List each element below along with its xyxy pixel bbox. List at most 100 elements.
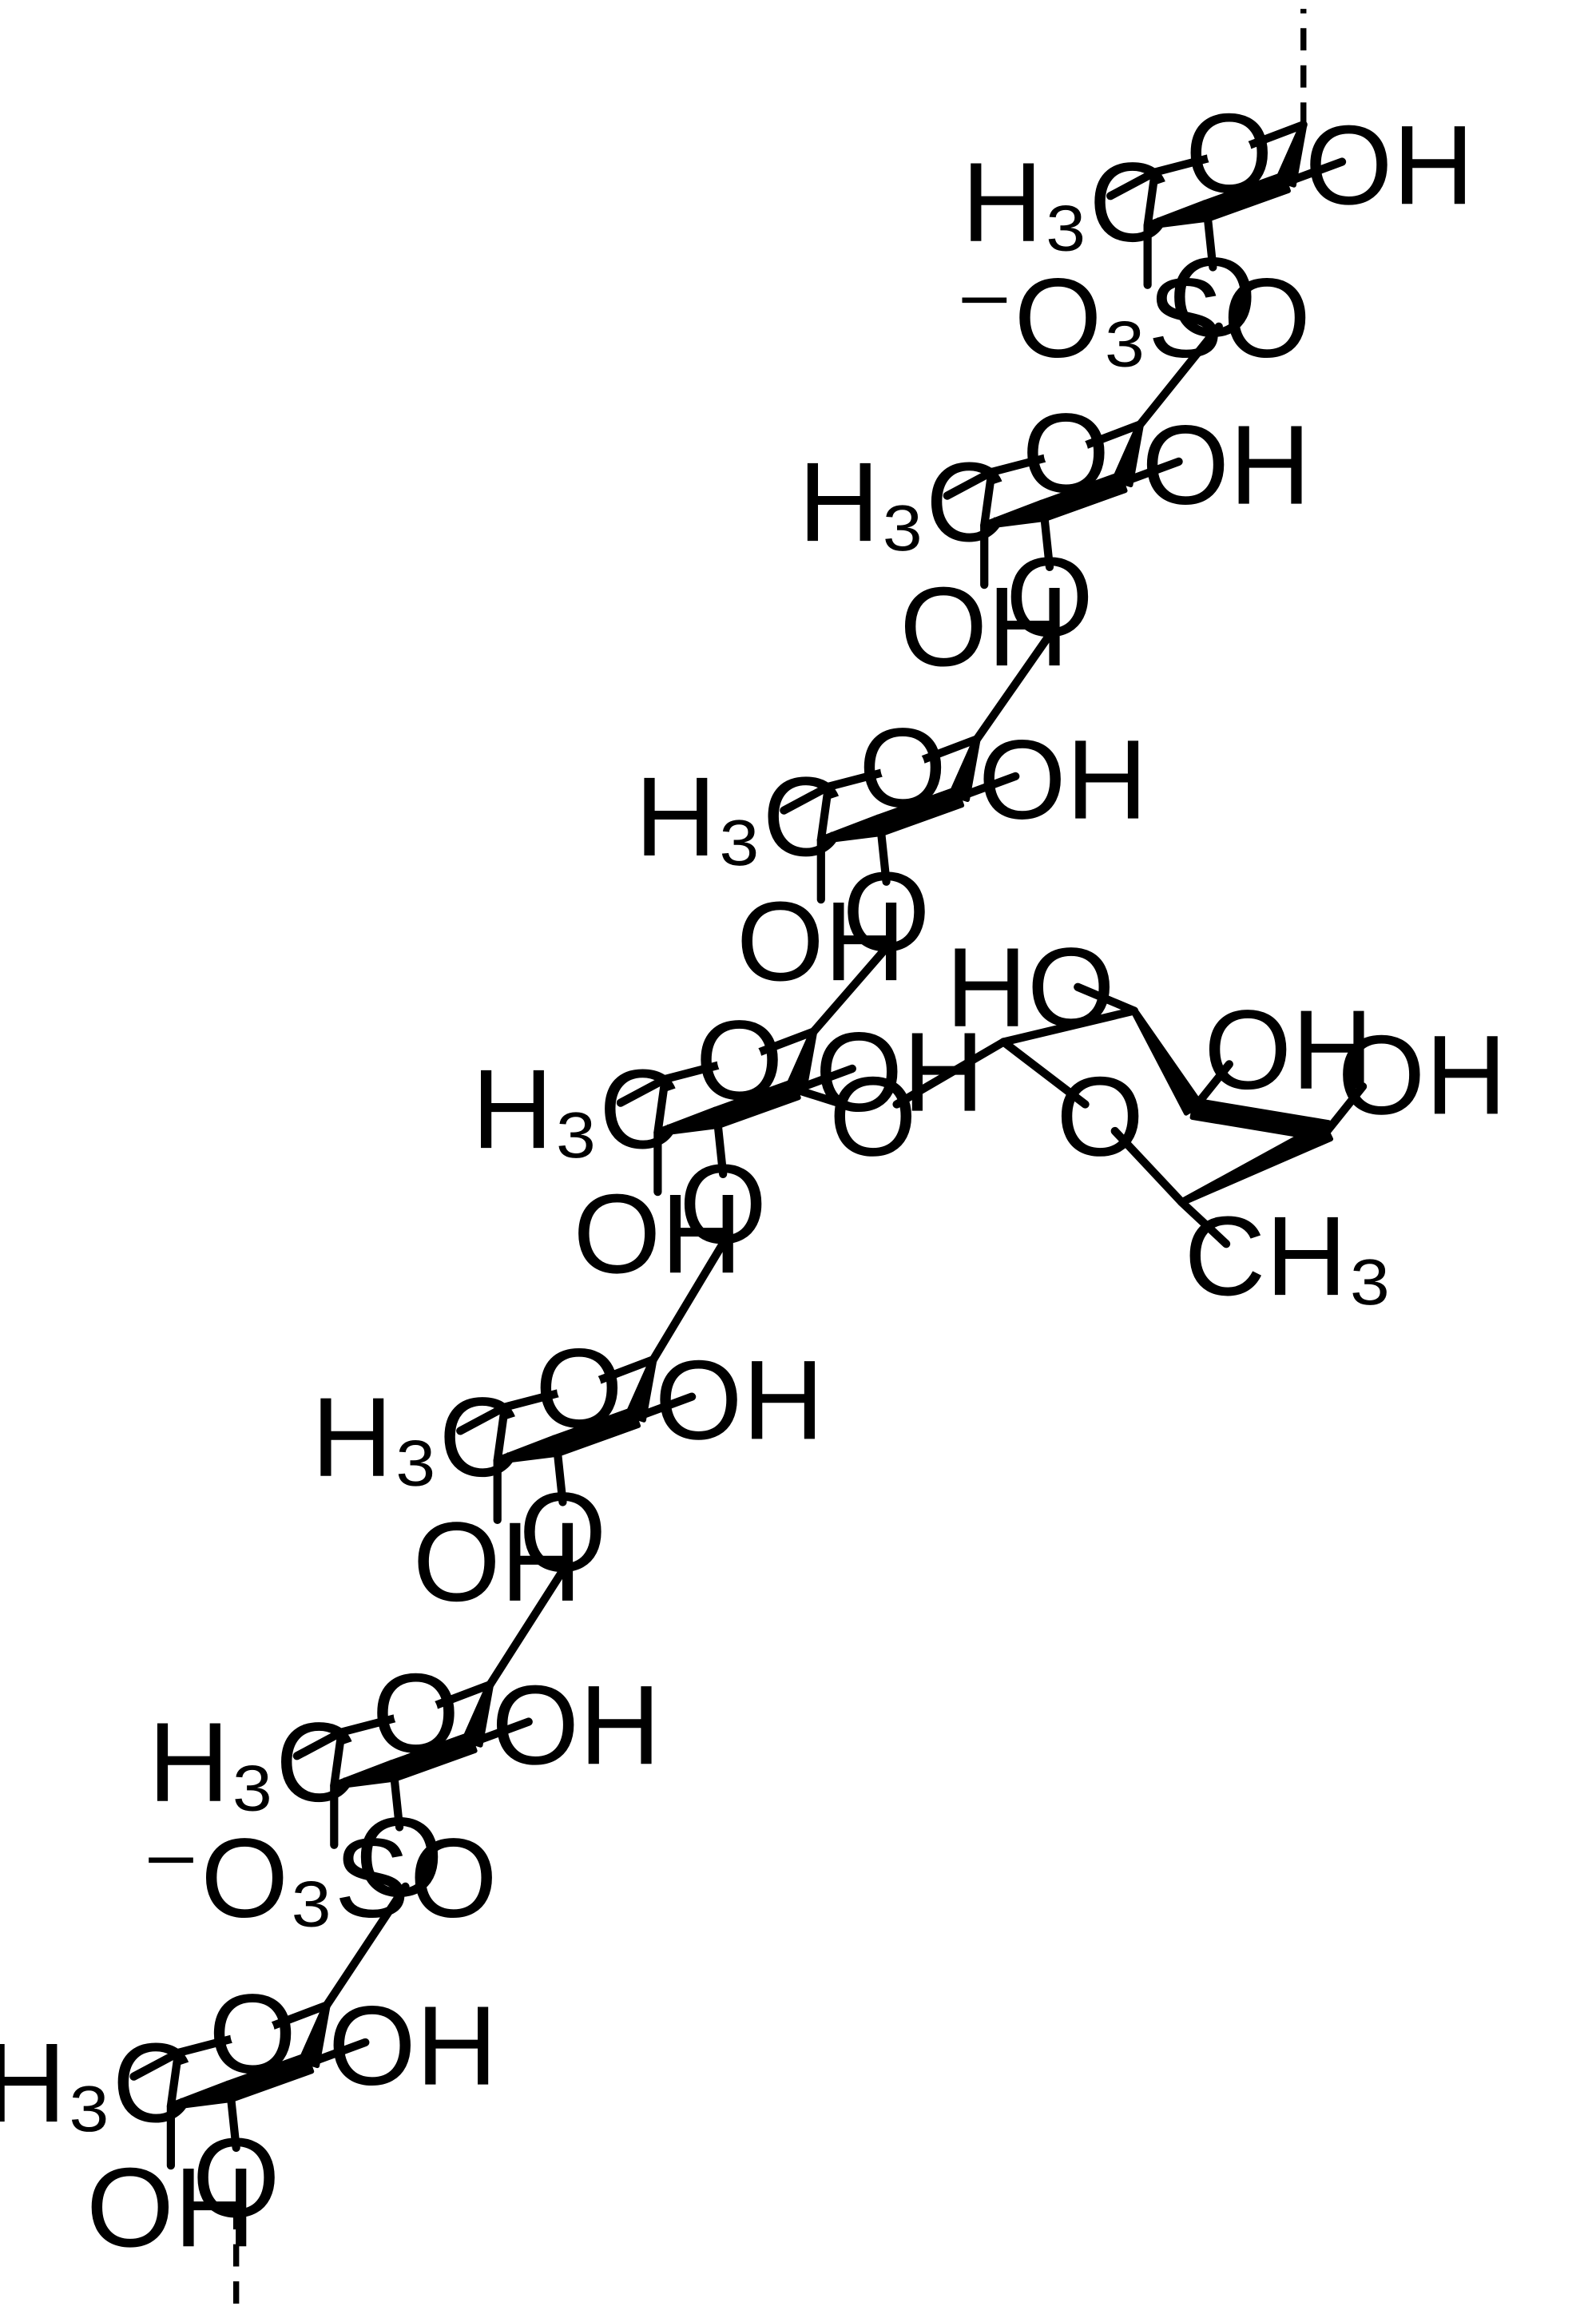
bond-71 xyxy=(552,1441,567,1506)
glycosidic-oxygen-label-4: O xyxy=(519,1469,607,1595)
svg-text:H₃C: H₃C xyxy=(312,1374,520,1500)
bond-layer xyxy=(129,9,1368,2308)
bond-47 xyxy=(468,1717,533,1747)
bond-73 xyxy=(389,1766,404,1832)
bond-38 xyxy=(456,1403,510,1435)
glycosidic-oxygen-label-1: O xyxy=(1006,534,1094,660)
ring-oxygen-label-0: O xyxy=(1185,89,1273,216)
glycosidic-oxygen-label-3: O xyxy=(679,1141,767,1267)
svg-text:O: O xyxy=(372,1649,460,1776)
bond-75 xyxy=(226,2087,240,2152)
svg-text:OH: OH xyxy=(328,1983,498,2109)
hydroxyl-label-2: OH xyxy=(979,716,1148,843)
ring-oxygen-label-6: O xyxy=(208,1971,296,2097)
bond-54 xyxy=(129,2048,183,2081)
bond-22 xyxy=(780,782,833,815)
hydroxyl-label-5: OH xyxy=(491,1661,661,1788)
branch-hydroxyl-label-3: OH xyxy=(1337,1011,1507,1137)
svg-text:OH: OH xyxy=(573,1170,742,1296)
svg-text:OH: OH xyxy=(815,1009,984,1135)
svg-text:OH: OH xyxy=(491,1661,661,1788)
ring-oxygen-mask-0 xyxy=(1206,130,1252,176)
svg-text:OH: OH xyxy=(979,716,1148,843)
ring-oxygen-mask-5 xyxy=(393,1690,439,1736)
wedge-bond-83 xyxy=(1178,1121,1334,1206)
svg-text:OH: OH xyxy=(736,878,906,1004)
svg-text:H₃C: H₃C xyxy=(798,439,1006,565)
glycosidic-oxygen-label-0: O xyxy=(1169,234,1257,360)
svg-text:H₃C: H₃C xyxy=(471,1046,680,1172)
hydroxyl-label-6: OH xyxy=(328,1983,498,2109)
glycosidic-oxygen-label-terminal: O xyxy=(193,2114,280,2241)
bond-67 xyxy=(876,821,891,886)
methyl-label-3: H₃C xyxy=(471,1046,680,1172)
bond-23 xyxy=(955,772,1020,801)
bond-69 xyxy=(713,1113,728,1178)
bond-68 xyxy=(809,937,897,1036)
c4-hydroxyl-label-6: OH xyxy=(86,2144,256,2270)
svg-text:H₃C: H₃C xyxy=(635,753,844,879)
c4-hydroxyl-label-4: OH xyxy=(413,1498,582,1625)
ring-oxygen-label-5: O xyxy=(372,1649,460,1776)
ring-oxygen-label-3: O xyxy=(696,997,784,1123)
bond-87 xyxy=(1177,1198,1231,1248)
sulfate-label-0: ⁻O₃SO xyxy=(955,255,1311,381)
svg-text:O: O xyxy=(1006,534,1094,660)
bond-15 xyxy=(1118,457,1183,487)
bond-80 xyxy=(999,1006,1139,1046)
svg-text:O: O xyxy=(696,997,784,1123)
svg-text:OH: OH xyxy=(1337,1011,1507,1137)
svg-text:OH: OH xyxy=(86,2144,256,2270)
bond-10 xyxy=(980,467,996,530)
ring-oxygen-label-4: O xyxy=(535,1324,623,1451)
bond-84 xyxy=(1074,982,1139,1015)
branch-hydroxyl-label-2: OH xyxy=(1204,986,1373,1113)
svg-text:O: O xyxy=(355,1794,443,1920)
c4-hydroxyl-label-1: OH xyxy=(899,563,1069,689)
svg-text:OH: OH xyxy=(899,563,1069,689)
ring-oxygen-label-2: O xyxy=(859,705,947,831)
bond-18 xyxy=(816,782,833,844)
svg-text:OH: OH xyxy=(1141,402,1311,528)
branch-linkage-oxygen-label: O xyxy=(829,1053,917,1179)
bond-70 xyxy=(649,1229,733,1364)
bond-46 xyxy=(292,1728,346,1760)
svg-text:⁻O₃SO: ⁻O₃SO xyxy=(141,1815,498,1941)
sulfate-label-5: ⁻O₃SO xyxy=(141,1815,498,1941)
bond-39 xyxy=(631,1392,697,1422)
bond-7 xyxy=(1281,157,1347,187)
svg-text:O: O xyxy=(193,2114,280,2241)
methyl-label-1: H₃C xyxy=(798,439,1006,565)
ring-oxygen-mask-3 xyxy=(717,1037,762,1082)
svg-text:CH₃: CH₃ xyxy=(1184,1193,1392,1319)
bond-14 xyxy=(943,467,996,500)
methyl-label-2: H₃C xyxy=(635,753,844,879)
svg-text:O: O xyxy=(519,1469,607,1595)
glycosidic-oxygen-label-5: O xyxy=(355,1794,443,1920)
methyl-label-4: H₃C xyxy=(312,1374,520,1500)
bond-85 xyxy=(1189,1060,1233,1113)
bond-66 xyxy=(972,622,1060,744)
svg-text:OH: OH xyxy=(655,1336,824,1463)
hydroxyl-label-1: OH xyxy=(1141,402,1311,528)
ring-oxygen-mask-4 xyxy=(557,1365,601,1411)
bond-31 xyxy=(792,1064,856,1094)
svg-text:O: O xyxy=(535,1324,623,1451)
bond-30 xyxy=(616,1074,669,1107)
bond-86 xyxy=(1323,1082,1368,1136)
svg-text:H₃C: H₃C xyxy=(148,1699,356,1825)
methyl-label-5: H₃C xyxy=(148,1699,356,1825)
svg-text:OH: OH xyxy=(1204,986,1373,1113)
bond-2 xyxy=(1143,168,1160,230)
svg-text:HO: HO xyxy=(946,924,1115,1050)
bond-64 xyxy=(1136,322,1223,429)
bond-34 xyxy=(493,1403,510,1465)
bond-79 xyxy=(1110,1126,1186,1207)
svg-text:O: O xyxy=(1169,234,1257,360)
bond-72 xyxy=(486,1557,574,1689)
c4-hydroxyl-label-3: OH xyxy=(573,1170,742,1296)
hydroxyl-label-4: OH xyxy=(655,1336,824,1463)
ring-oxygen-mask-2 xyxy=(880,744,925,790)
bond-50 xyxy=(166,2048,183,2110)
